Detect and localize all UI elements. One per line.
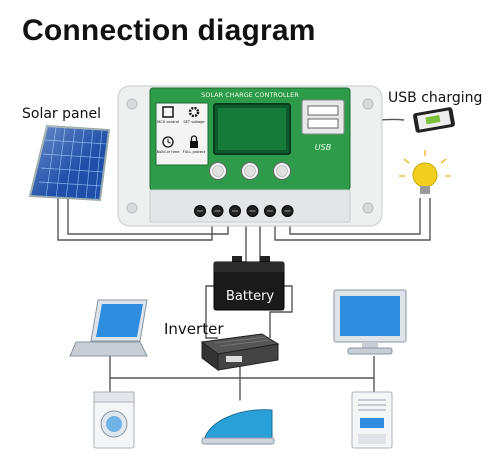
wire-solar-positive: [57, 196, 213, 241]
battery-icon: [213, 256, 285, 311]
charge-controller: [117, 85, 383, 227]
monitor-icon: [333, 289, 407, 355]
wire-load-positive: [274, 198, 431, 241]
solar-panel-icon: [28, 124, 111, 202]
gear-icon: [188, 106, 200, 118]
inverter-icon: [200, 333, 280, 371]
legend-item: MCU control: [157, 106, 179, 124]
wire-inverter-negative: [269, 285, 293, 338]
terminal-screw: [211, 205, 224, 217]
washing-machine-icon: [93, 391, 135, 449]
usb-port-block: [301, 99, 345, 135]
usb-charging-label: USB charging: [388, 90, 483, 106]
legend-item-label: Build-in time: [157, 150, 181, 154]
usb-mark-label: USB: [315, 143, 331, 152]
terminal-screw: [264, 205, 276, 217]
controller-button[interactable]: [273, 162, 291, 180]
legend-item: Build-in time: [157, 136, 181, 154]
clock-icon: [162, 136, 174, 148]
chip-icon: [162, 106, 174, 118]
lock-icon: [190, 135, 198, 148]
controller-button[interactable]: [241, 162, 259, 180]
legend-item-label: MCU control: [157, 120, 179, 124]
light-bulb-icon: [399, 150, 451, 194]
page-title: Connection diagram: [22, 14, 316, 47]
legend-panel: [155, 102, 209, 166]
air-conditioner-icon: [351, 391, 393, 449]
iron-icon: [201, 398, 275, 445]
controller-button[interactable]: [209, 162, 227, 180]
terminal-screw: [246, 205, 259, 217]
controller-header-label: SOLAR CHARGE CONTROLLER: [201, 91, 299, 99]
battery-label: Battery: [226, 289, 275, 304]
terminal-screw: [281, 205, 294, 217]
laptop-icon: [69, 299, 148, 357]
solar-panel-label: Solar panel: [22, 106, 101, 122]
terminal-screw: [229, 205, 241, 217]
wire-inverter-positive: [205, 285, 218, 339]
legend-item: FULL protect: [183, 135, 206, 154]
legend-item: SET voltage: [183, 106, 205, 124]
legend-item-label: FULL protect: [183, 150, 206, 154]
terminal-screw: [194, 205, 206, 217]
legend-item-label: SET voltage: [183, 120, 205, 124]
smartphone-icon: [413, 107, 455, 133]
inverter-label: Inverter: [164, 320, 224, 338]
